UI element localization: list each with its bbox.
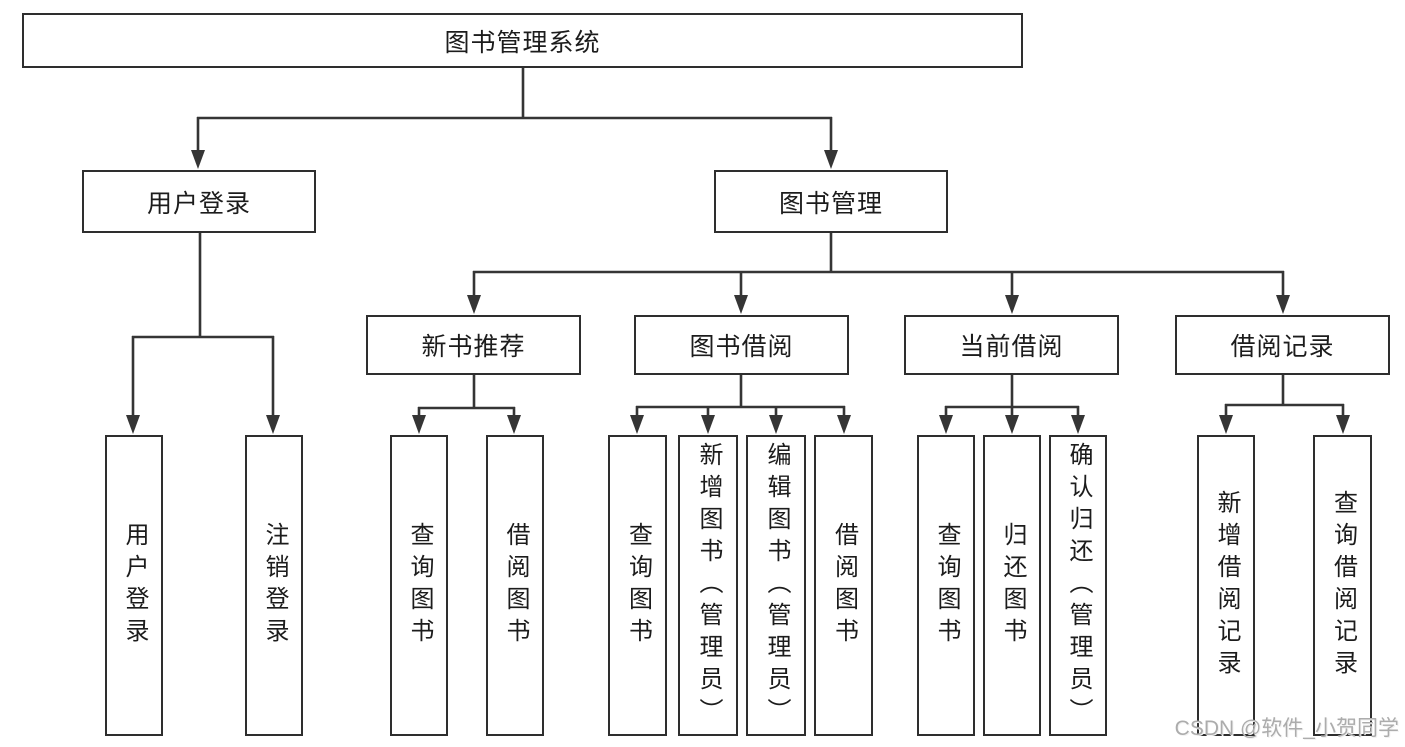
leaf-label: 查询图书 — [624, 521, 652, 650]
arrowhead — [837, 415, 851, 434]
connectors-root-to-level2 — [191, 68, 838, 169]
arrowhead — [126, 415, 140, 434]
arrowhead — [939, 415, 953, 434]
leaf-label: 新增借阅记录 — [1213, 489, 1240, 682]
arrowhead — [1071, 415, 1085, 434]
leaf-query-borrow-record: 查询借阅记录 — [1313, 435, 1372, 736]
leaf-add-books-admin: 新增图书（管理员） — [678, 435, 738, 736]
leaf-label: 用户登录 — [121, 521, 148, 650]
node-book-borrowing: 图书借阅 — [634, 315, 849, 375]
node-current-borrowing: 当前借阅 — [904, 315, 1119, 375]
node-root-system: 图书管理系统 — [22, 13, 1023, 68]
leaf-label: 查询借阅记录 — [1329, 489, 1357, 682]
arrowhead — [412, 415, 426, 434]
leaf-label: 编辑图书（管理员） — [763, 441, 790, 730]
arrowhead — [1219, 415, 1233, 434]
connectors-user-login-branch — [126, 233, 280, 434]
arrowhead — [467, 295, 481, 314]
leaf-label: 借阅图书 — [830, 521, 858, 650]
leaf-add-borrow-record: 新增借阅记录 — [1197, 435, 1255, 736]
arrowhead — [630, 415, 644, 434]
leaf-label: 归还图书 — [999, 521, 1026, 650]
leaf-borrow-books-1: 借阅图书 — [486, 435, 544, 736]
leaf-label: 查询图书 — [933, 521, 960, 650]
leaf-query-books-1: 查询图书 — [390, 435, 448, 736]
node-borrowing-records: 借阅记录 — [1175, 315, 1390, 375]
node-book-management: 图书管理 — [714, 170, 948, 233]
leaf-label: 查询图书 — [406, 521, 433, 650]
connectors-current-borrow-branch — [939, 375, 1085, 434]
arrowhead — [266, 415, 280, 434]
leaf-borrow-books-2: 借阅图书 — [814, 435, 873, 736]
leaf-logout: 注销登录 — [245, 435, 303, 736]
leaf-edit-books-admin: 编辑图书（管理员） — [746, 435, 806, 736]
connectors-book-borrow-branch — [630, 375, 851, 434]
arrowhead — [1336, 415, 1350, 434]
arrowhead — [1276, 295, 1290, 314]
leaf-query-books-2: 查询图书 — [608, 435, 667, 736]
leaf-query-books-3: 查询图书 — [917, 435, 975, 736]
leaf-user-login: 用户登录 — [105, 435, 163, 736]
arrowhead — [1005, 415, 1019, 434]
node-user-login: 用户登录 — [82, 170, 316, 233]
connectors-book-mgmt-to-level3 — [467, 233, 1290, 314]
node-new-book-recommend: 新书推荐 — [366, 315, 581, 375]
leaf-label: 确认归还（管理员） — [1065, 441, 1092, 730]
csdn-watermark: CSDN @软件_小贺同学 — [1174, 717, 1399, 740]
leaf-label: 新增图书（管理员） — [695, 441, 722, 730]
arrowhead — [507, 415, 521, 434]
arrowhead — [824, 150, 838, 169]
leaf-label: 借阅图书 — [502, 521, 529, 650]
leaf-return-books: 归还图书 — [983, 435, 1041, 736]
connectors-borrow-records-branch — [1219, 375, 1350, 434]
connectors-new-books-branch — [412, 375, 521, 434]
arrowhead — [734, 295, 748, 314]
leaf-label: 注销登录 — [261, 521, 288, 650]
arrowhead — [1005, 295, 1019, 314]
arrowhead — [191, 150, 205, 169]
leaf-confirm-return-admin: 确认归还（管理员） — [1049, 435, 1107, 736]
arrowhead — [769, 415, 783, 434]
arrowhead — [701, 415, 715, 434]
